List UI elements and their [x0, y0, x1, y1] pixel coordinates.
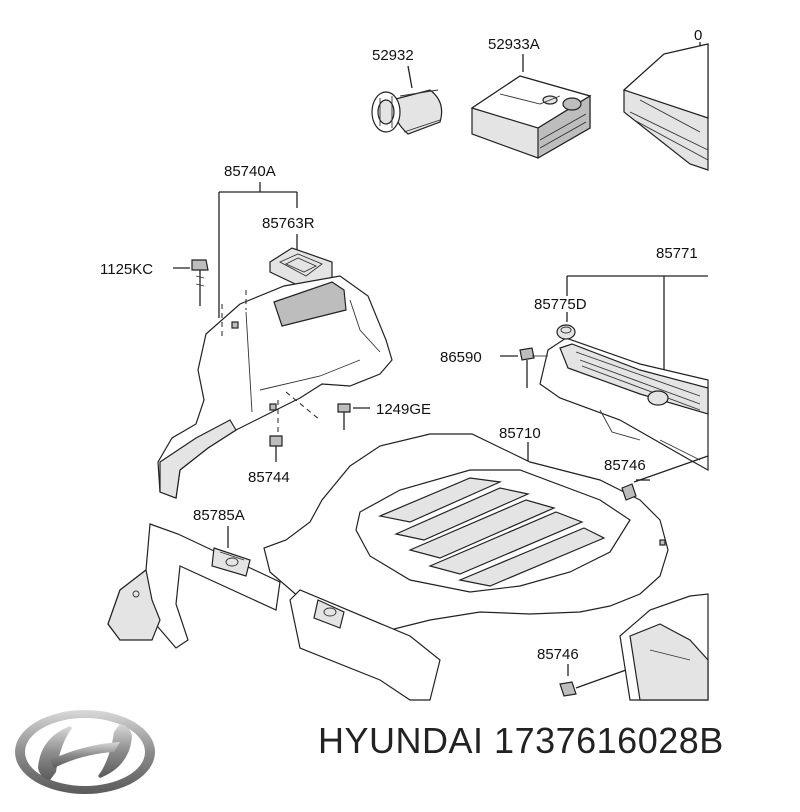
part-number: 1737616028B — [494, 720, 724, 761]
part-label-85771: 85771 — [656, 245, 698, 262]
part-label-85744: 85744 — [248, 469, 290, 486]
part-label-85746-upper: 85746 — [604, 457, 646, 474]
part-85710-drawing — [263, 433, 669, 631]
part-52933A-drawing — [470, 54, 592, 160]
footer-caption: HYUNDAI 1737616028B — [318, 720, 724, 762]
part-label-0: 0 — [694, 27, 702, 44]
part-label-85710: 85710 — [499, 425, 541, 442]
part-label-85785A: 85785A — [193, 507, 245, 524]
part-label-52933A: 52933A — [488, 36, 540, 53]
part-label-85740A: 85740A — [224, 163, 276, 180]
part-52932-drawing — [371, 65, 443, 135]
hyundai-logo-icon — [15, 710, 155, 794]
part-86590-drawing — [500, 347, 548, 388]
part-label-1249GE: 1249GE — [376, 401, 431, 418]
part-label-85746-lower: 85746 — [537, 646, 579, 663]
part-85744-drawing — [269, 435, 283, 462]
part-label-86590: 86590 — [440, 349, 482, 366]
part-85746b-drawing — [559, 593, 709, 701]
part-label-1125KC: 1125KC — [100, 261, 153, 278]
part-85771-drawing — [539, 275, 709, 472]
part-85785A-drawing — [107, 523, 441, 701]
part-1125KC-drawing — [173, 259, 209, 306]
part-1249GE-drawing — [337, 403, 370, 430]
part-tray-drawing — [622, 42, 709, 171]
part-label-52932: 52932 — [372, 47, 414, 64]
part-label-85763R: 85763R — [262, 215, 315, 232]
part-85740A-drawing — [218, 182, 298, 318]
part-label-85775D: 85775D — [534, 296, 587, 313]
brand-name: HYUNDAI — [318, 720, 484, 761]
part-quarter-trim-drawing — [157, 275, 393, 499]
part-85775D-drawing — [556, 312, 576, 340]
part-85746a-drawing — [621, 455, 709, 501]
